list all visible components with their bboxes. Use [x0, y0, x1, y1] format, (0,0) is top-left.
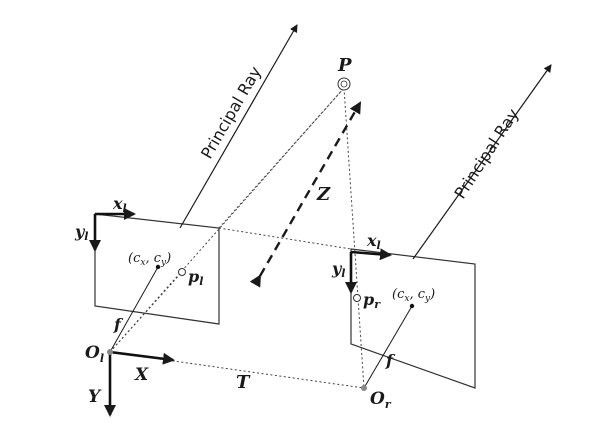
right-optical-axis [363, 305, 413, 389]
left-center-Ol [107, 349, 113, 355]
left-projection-pl [178, 268, 186, 276]
point-P-inner [340, 80, 348, 88]
depth-Z-label: Z [316, 184, 331, 205]
left-principal-point-label: (cx, cy) [128, 251, 171, 268]
right-image-x-axis [350, 248, 392, 261]
left-Ol-label: Ol [85, 343, 104, 365]
right-projection-pr [353, 294, 361, 302]
left-optical-axis [109, 266, 159, 353]
dotted-lines [109, 87, 365, 389]
left-image-plane [94, 213, 220, 325]
right-principal-ray-label: Principal Ray [450, 105, 522, 202]
right-principal-point-dot [409, 303, 415, 309]
left-focal-f-label: f [113, 315, 124, 334]
baseline-T-label: T [236, 372, 251, 393]
right-pr-label: pr [363, 290, 381, 311]
world-Y-label: Y [88, 387, 102, 407]
world-X-label: X [134, 365, 149, 385]
right-principal-point-label: (cx, cy) [392, 287, 435, 304]
right-principal-ray [412, 64, 552, 260]
left-yl-label: yl [74, 222, 88, 243]
right-image-plane [350, 248, 476, 389]
left-xl-label: xl [112, 194, 127, 215]
right-center-Or [361, 385, 367, 391]
right-focal-f-label: f [385, 351, 396, 370]
depth-z-arrow [249, 101, 362, 288]
world-x-axis [109, 350, 175, 365]
right-xl-label: xl [366, 231, 381, 252]
right-Or-label: Or [370, 389, 392, 411]
right-yl-label: yl [331, 259, 345, 280]
left-principal-ray [179, 24, 298, 229]
left-principal-ray-label: Principal Ray [197, 63, 265, 162]
left-principal-point-dot [155, 264, 161, 270]
point-P-label: P [337, 55, 352, 76]
left-pl-label: pl [188, 267, 203, 288]
